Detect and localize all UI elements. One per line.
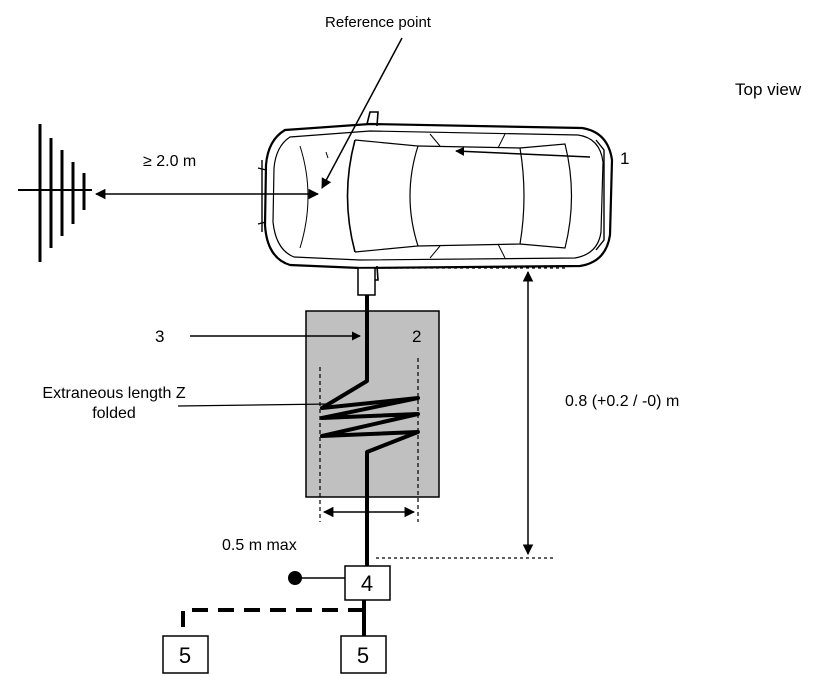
table-callout-number: 2 [412, 327, 421, 346]
wiring-harness [320, 295, 420, 566]
height-distance-label: 0.8 (+0.2 / -0) m [565, 393, 679, 410]
log-periodic-antenna-icon [18, 124, 92, 262]
device-right-callout-number: 5 [357, 643, 369, 668]
top-view-label: Top view [735, 80, 802, 99]
car-top-view-icon [257, 111, 614, 281]
reference-point-arrow [321, 37, 403, 189]
lisn-callout-number: 4 [361, 571, 373, 596]
extraneous-folded-label: folded [92, 405, 136, 422]
device-box-left [162, 635, 209, 674]
device-left-callout-number: 5 [179, 643, 191, 668]
height-dimension [376, 267, 566, 559]
width-max-label: 0.5 m max [222, 537, 297, 554]
vehicle-callout-number: 1 [620, 149, 629, 168]
fold-width-limits [319, 358, 419, 522]
lisn-box [344, 565, 391, 601]
ground-point-icon [288, 571, 302, 585]
harness-callout-number: 3 [155, 327, 164, 346]
distance-antenna-label: ≥ 2.0 m [143, 153, 196, 170]
extraneous-length-label: Extraneous length Z [42, 385, 185, 402]
vehicle-connector [357, 267, 376, 296]
vehicle-callout-line [455, 146, 591, 158]
device-box-right [340, 635, 387, 674]
reference-point-label: Reference point [325, 14, 432, 31]
dashed-cable [181, 608, 364, 630]
extraneous-pointer-line [177, 403, 331, 407]
